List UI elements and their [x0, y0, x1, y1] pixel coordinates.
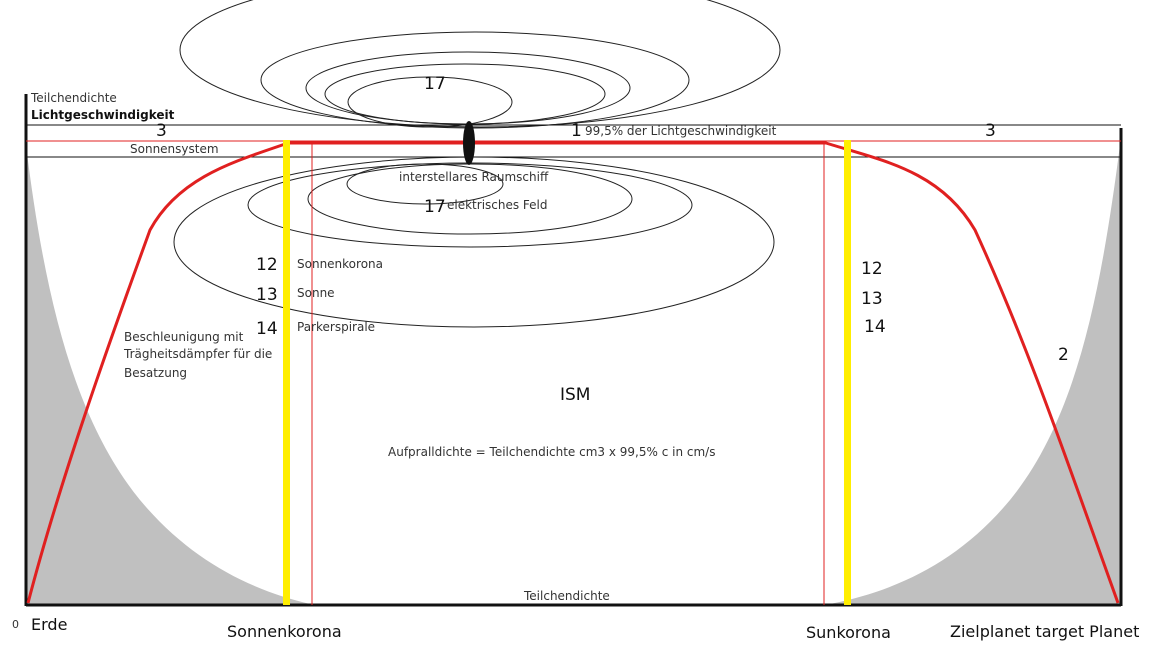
label-solar-corona: Sonnenkorona: [297, 257, 383, 271]
number-3-right: 3: [985, 121, 996, 141]
corona-bar-left: [283, 140, 290, 605]
label-acceleration-3: Besatzung: [124, 366, 187, 380]
number-17-top: 17: [424, 74, 446, 94]
number-17-field: 17: [424, 197, 446, 217]
frame: [24, 94, 1123, 607]
label-bottom-density: Teilchendichte: [523, 589, 610, 603]
axis-label-particle-density: Teilchendichte: [30, 91, 117, 105]
label-ism: ISM: [560, 385, 590, 405]
number-1: 1: [571, 121, 582, 141]
field-lines-upper: [179, 0, 781, 129]
label-solar-system: Sonnensystem: [130, 142, 219, 156]
velocity-profile: [26, 141, 1120, 604]
label-earth: Erde: [31, 615, 67, 634]
label-corona-left: Sonnenkorona: [227, 622, 342, 641]
label-sun: Sonne: [297, 286, 335, 300]
label-interstellar-ship: interstellares Raumschiff: [399, 170, 549, 184]
corona-bar-right: [844, 140, 851, 605]
number-12-left: 12: [256, 255, 278, 275]
number-14-left: 14: [256, 319, 278, 339]
red-guides: [26, 140, 1121, 605]
number-14-right: 14: [864, 317, 886, 337]
number-13-right: 13: [861, 289, 883, 309]
label-electric-field: elektrisches Feld: [447, 198, 548, 212]
label-corona-right: Sunkorona: [806, 623, 891, 642]
number-2: 2: [1058, 345, 1069, 365]
number-12-right: 12: [861, 259, 883, 279]
label-impact-density: Aufpralldichte = Teilchendichte cm3 x 99…: [388, 445, 715, 459]
number-13-left: 13: [256, 285, 278, 305]
label-parker-spiral: Parkerspirale: [297, 320, 375, 334]
number-3-left: 3: [156, 121, 167, 141]
axis-label-light-speed: Lichtgeschwindigkeit: [31, 108, 175, 122]
spaceship-icon: [463, 121, 475, 165]
label-acceleration-2: Trägheitsdämpfer für die: [123, 347, 272, 361]
label-zero: 0: [12, 618, 19, 631]
density-region-left: [26, 145, 310, 604]
label-acceleration-1: Beschleunigung mit: [124, 330, 244, 344]
label-light-speed-995: 99,5% der Lichtgeschwindigkeit: [585, 124, 777, 138]
label-target-planet: Zielplanet target Planet: [950, 622, 1139, 641]
density-region-right: [830, 145, 1120, 604]
